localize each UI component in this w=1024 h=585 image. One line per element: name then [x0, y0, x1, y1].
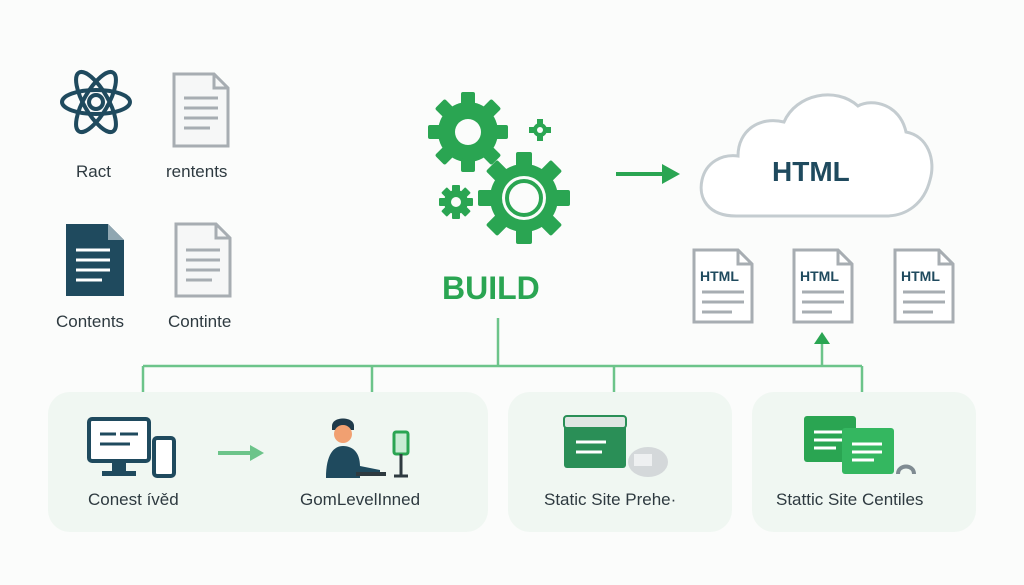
arrow-right-icon	[616, 162, 682, 186]
html-file-icon	[692, 248, 754, 324]
react-atom-icon	[56, 66, 136, 138]
html-file-label: HTML	[901, 268, 940, 284]
document-filled-icon	[64, 222, 126, 298]
stage-label-4: Stattic Site Centiles	[776, 490, 924, 509]
react-label: Ract	[76, 162, 111, 181]
html-file-icon	[893, 248, 955, 324]
html-file-label: HTML	[700, 268, 739, 284]
document-label-2: Contents	[56, 312, 125, 331]
developer-person-icon	[320, 414, 420, 484]
stage-label-3: Static Site Prehe·	[544, 490, 677, 509]
monitor-icon	[86, 416, 178, 480]
html-file-label: HTML	[800, 268, 839, 284]
gears-icon	[420, 88, 580, 248]
document-label-3: Continte	[168, 312, 232, 331]
arrow-right-icon	[218, 443, 266, 463]
cloud-icon	[696, 80, 936, 220]
stage-label-1: Conest ívěd	[88, 490, 179, 509]
browser-window-icon	[562, 414, 670, 480]
stage-label-2: GomLevelInned	[300, 490, 421, 509]
html-file-icon	[792, 248, 854, 324]
document-label-1: rentents	[166, 162, 228, 181]
document-icon	[172, 222, 234, 298]
chat-bubbles-icon	[802, 414, 922, 480]
build-label: BUILD	[442, 270, 540, 306]
cloud-html-label: HTML	[772, 156, 850, 187]
document-icon	[170, 72, 232, 148]
